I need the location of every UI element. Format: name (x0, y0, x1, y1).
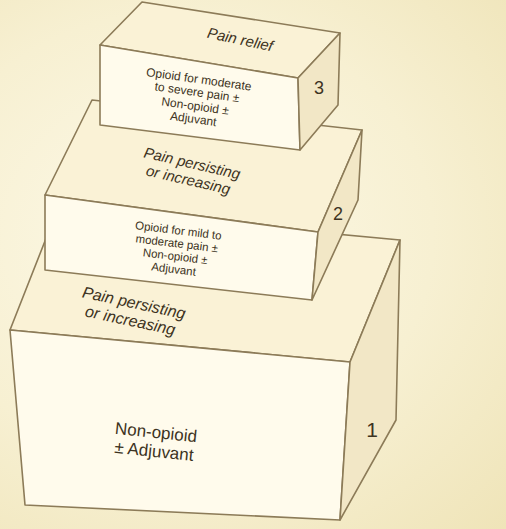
block-side-face (340, 240, 400, 520)
ladder-step: Pain reliefOpioid for moderate to severe… (100, 2, 340, 150)
step-number: 2 (323, 204, 353, 224)
step-number: 1 (357, 418, 387, 442)
step-number: 3 (304, 78, 334, 98)
block-front-face (10, 330, 350, 520)
